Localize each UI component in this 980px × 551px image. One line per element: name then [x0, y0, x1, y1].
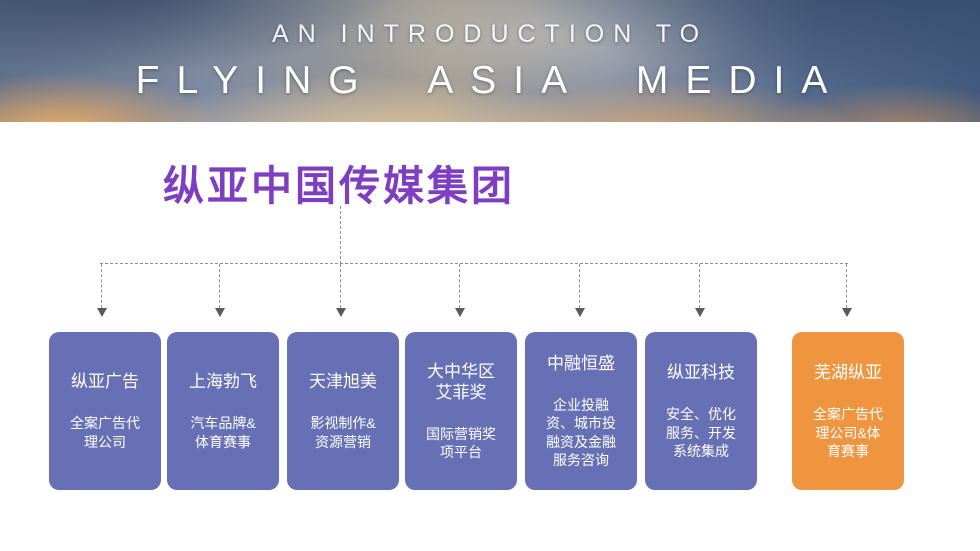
org-box-effie-awards: 大中华区艾菲奖 国际营销奖项平台 — [405, 332, 517, 490]
org-box-wuhu-zongya: 芜湖纵亚 全案广告代理公司&体育赛事 — [792, 332, 904, 490]
connector-arrow-down-icon — [575, 264, 585, 317]
connector-horizontal-line — [100, 263, 848, 264]
banner-sky-image: AN INTRODUCTION TO FLYING ASIA MEDIA — [0, 0, 980, 122]
org-box-title: 上海勃飞 — [189, 372, 257, 392]
org-box-subtitle: 企业投融资、城市投融资及金融服务咨询 — [546, 397, 616, 468]
org-box-subtitle: 影视制作&资源营销 — [310, 415, 376, 450]
connector-arrow-down-icon — [695, 264, 705, 317]
connector-stem-line — [340, 206, 341, 264]
org-box-tianjin-xumei: 天津旭美 影视制作&资源营销 — [287, 332, 399, 490]
org-box-zongya-ad: 纵亚广告 全案广告代理公司 — [49, 332, 161, 490]
org-box-subtitle: 全案广告代理公司&体育赛事 — [813, 406, 883, 459]
org-box-title: 纵亚科技 — [667, 363, 735, 383]
banner-text-block: AN INTRODUCTION TO FLYING ASIA MEDIA — [0, 0, 980, 122]
org-box-subtitle: 汽车品牌&体育赛事 — [190, 415, 256, 450]
org-box-zongya-tech: 纵亚科技 安全、优化服务、开发系统集成 — [645, 332, 757, 490]
org-box-title: 中融恒盛 — [547, 354, 615, 373]
org-box-title: 天津旭美 — [309, 372, 377, 392]
org-box-subtitle: 全案广告代理公司 — [70, 415, 140, 450]
banner-subtitle: AN INTRODUCTION TO — [271, 19, 709, 48]
connector-arrow-down-icon — [97, 264, 107, 317]
org-box-title: 纵亚广告 — [71, 372, 139, 392]
page-title: 纵亚中国传媒集团 — [163, 162, 515, 210]
connector-arrow-down-icon — [215, 264, 225, 317]
org-box-shanghai-bofei: 上海勃飞 汽车品牌&体育赛事 — [167, 332, 279, 490]
org-box-subtitle: 安全、优化服务、开发系统集成 — [666, 406, 736, 459]
banner-title: FLYING ASIA MEDIA — [135, 58, 845, 102]
org-box-title: 芜湖纵亚 — [814, 363, 882, 383]
org-box-zhongrong-hengsheng: 中融恒盛 企业投融资、城市投融资及金融服务咨询 — [525, 332, 637, 490]
connector-arrow-down-icon — [455, 264, 465, 317]
org-box-subtitle: 国际营销奖项平台 — [426, 426, 496, 461]
connector-arrow-down-icon — [336, 264, 346, 317]
connector-arrow-down-icon — [842, 264, 852, 317]
org-box-title: 大中华区艾菲奖 — [427, 361, 495, 402]
